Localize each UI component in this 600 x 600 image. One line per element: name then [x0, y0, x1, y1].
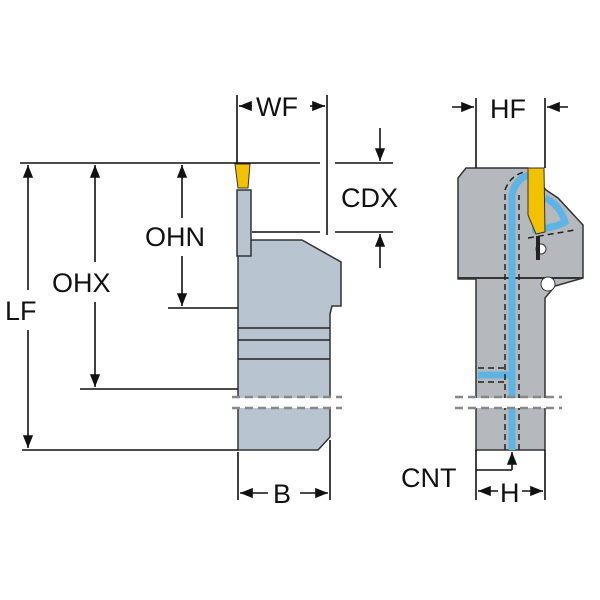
label-ohx: OHX: [52, 268, 111, 298]
holder-body: [237, 239, 342, 451]
label-ohn: OHN: [145, 222, 205, 252]
label-wf: WF: [256, 92, 298, 122]
front-dimensions: [452, 98, 568, 500]
front-view: [455, 167, 584, 451]
insert-front: [527, 167, 546, 235]
side-view: [230, 163, 345, 451]
insert: [234, 163, 251, 189]
label-cdx: CDX: [341, 183, 398, 213]
label-b: B: [273, 479, 291, 509]
side-dimensions: [20, 95, 393, 500]
label-h: H: [500, 478, 520, 508]
label-hf: HF: [490, 94, 526, 124]
label-cnt: CNT: [401, 463, 457, 493]
label-lf: LF: [5, 296, 37, 326]
blade: [236, 189, 252, 257]
